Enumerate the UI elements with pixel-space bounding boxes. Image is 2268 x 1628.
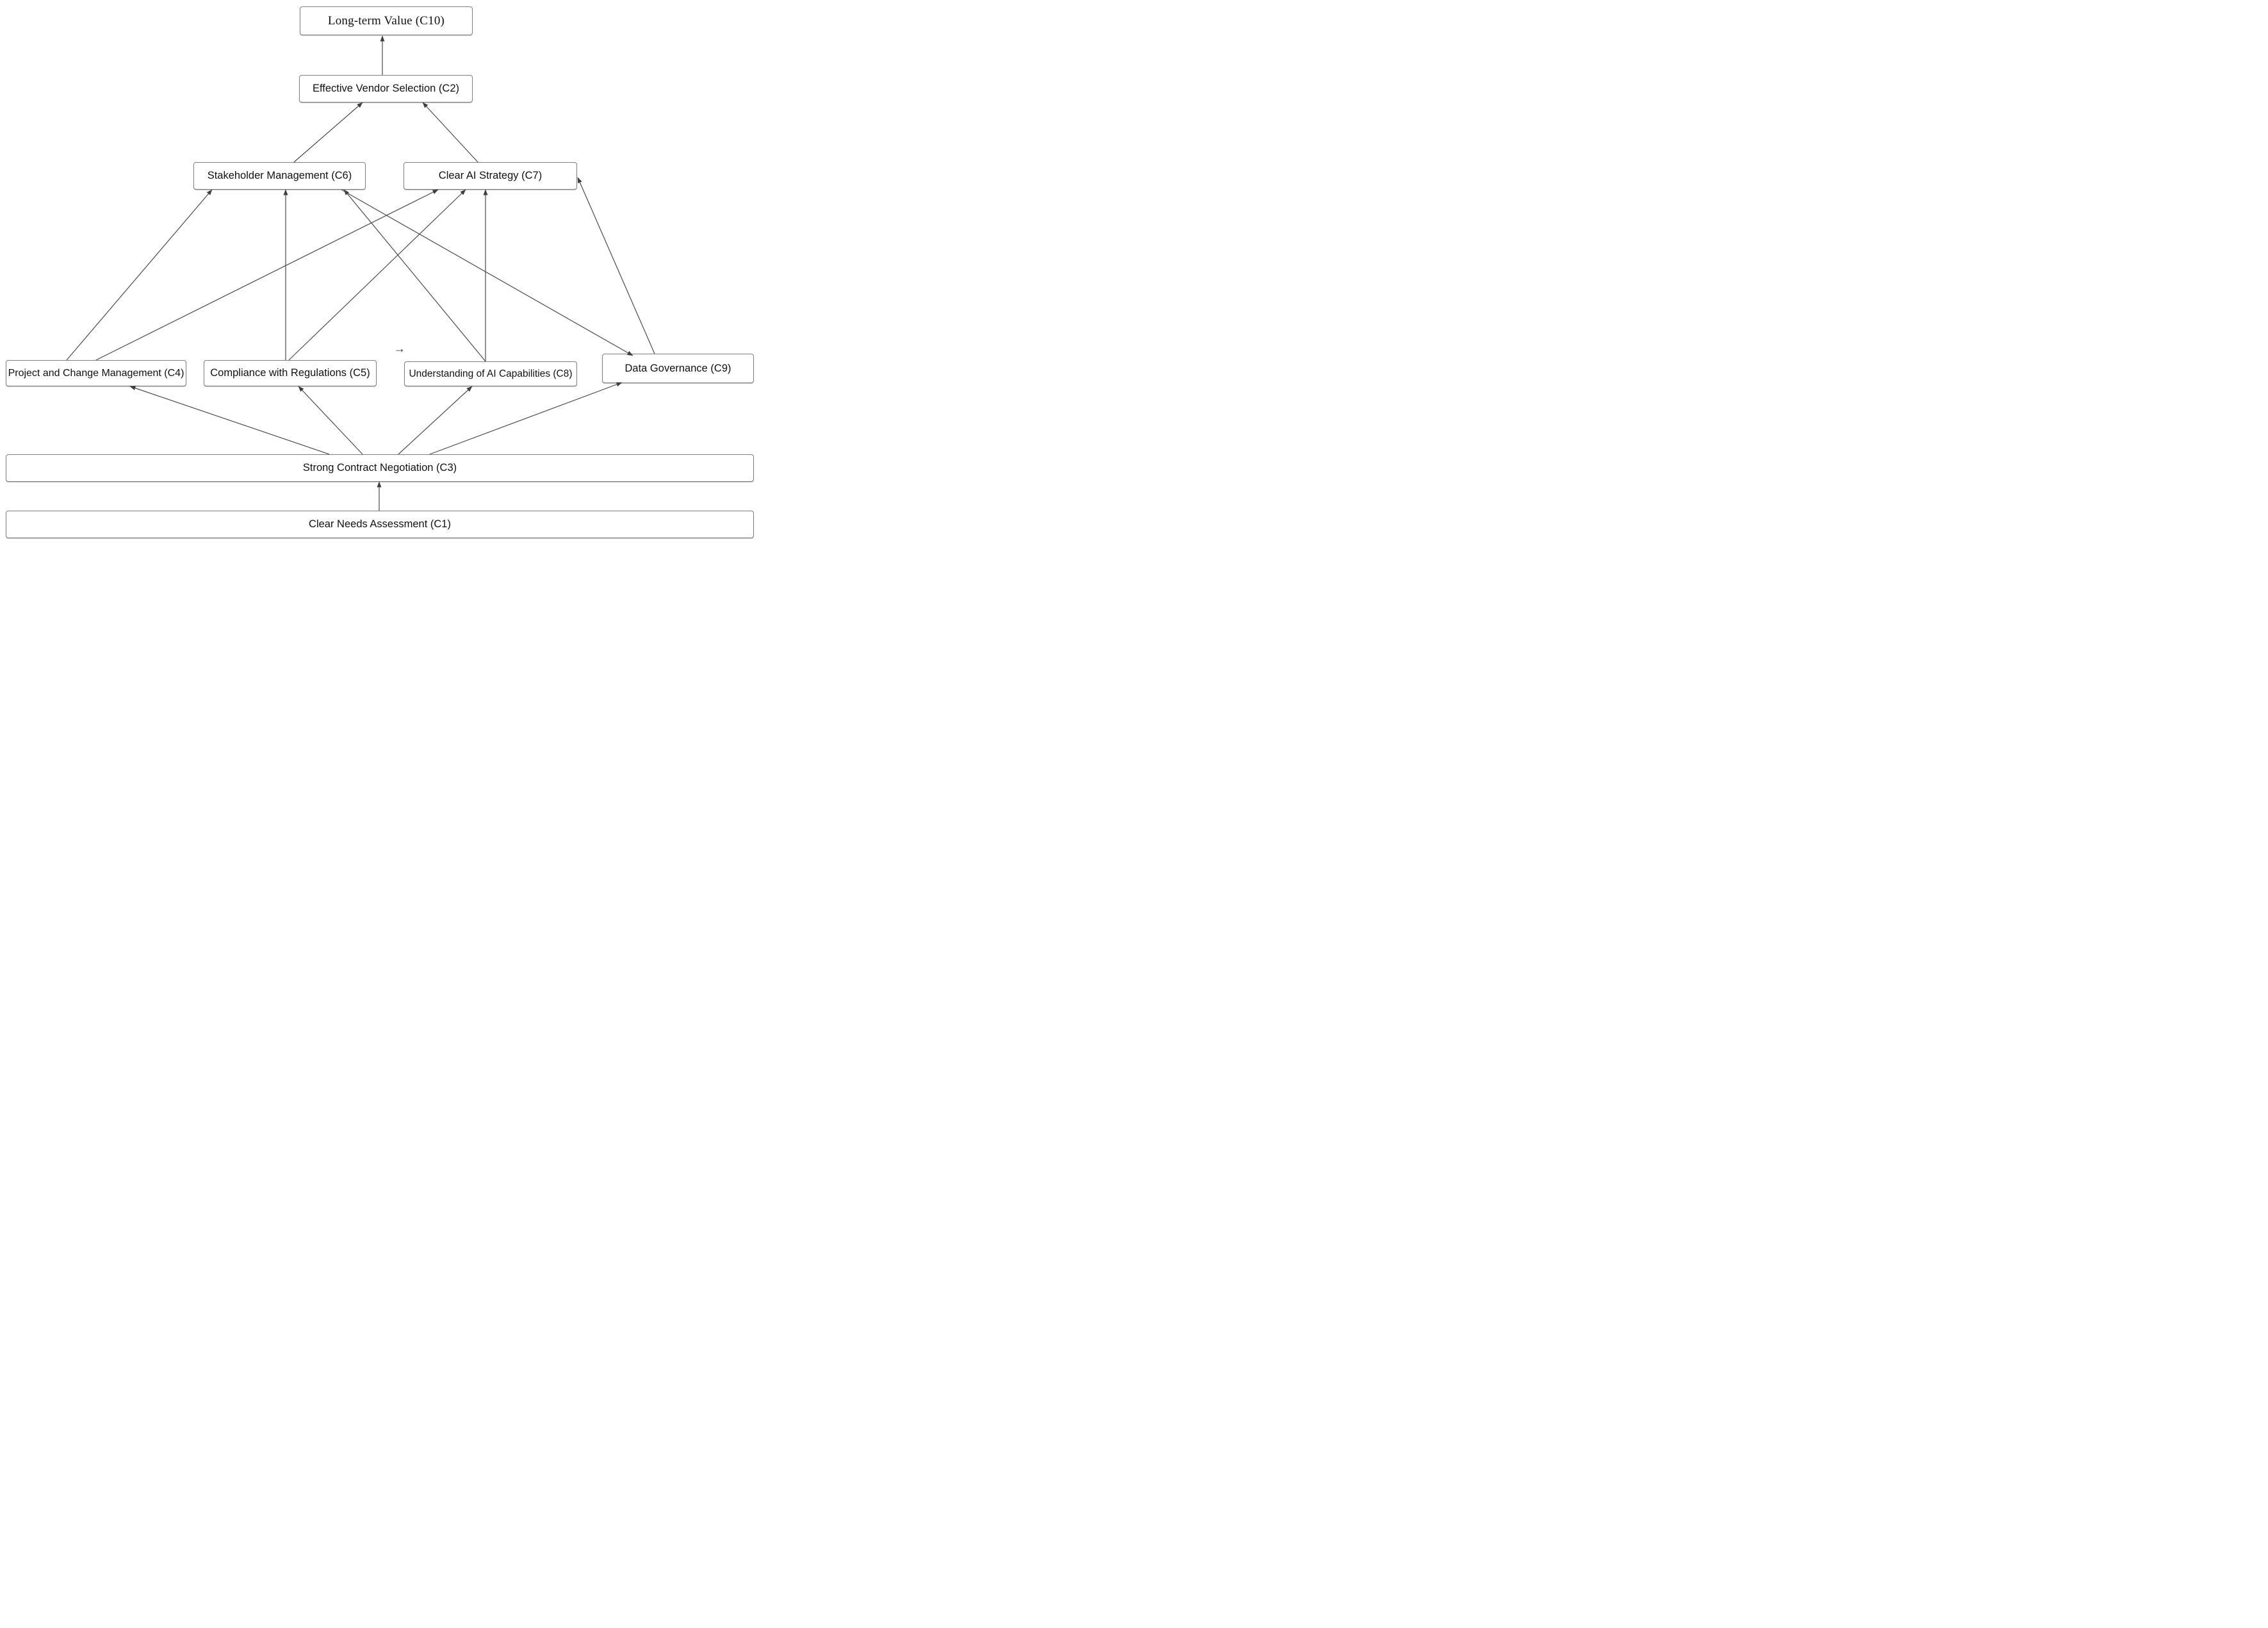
edge-c9-to-c7 <box>577 177 655 354</box>
stray-right-arrow-icon: → <box>394 342 405 355</box>
node-strong-contract-negotiation: Strong Contract Negotiation (C3) <box>6 454 754 482</box>
edge-c4-to-c6 <box>66 189 213 361</box>
edge-c5-to-c7 <box>288 189 466 361</box>
node-compliance-with-regulations: Compliance with Regulations (C5) <box>204 360 377 386</box>
edge-c6-to-c2 <box>293 102 363 163</box>
edge-c4-to-c7 <box>95 189 439 361</box>
edge-c3-to-c5 <box>298 386 363 455</box>
edge-c3-to-c8 <box>398 386 473 455</box>
node-stakeholder-management: Stakeholder Management (C6) <box>193 162 366 190</box>
diagram-canvas: Long-term Value (C10) Effective Vendor S… <box>0 0 756 543</box>
node-clear-ai-strategy: Clear AI Strategy (C7) <box>404 162 577 190</box>
edge-c7-to-c2 <box>422 102 478 163</box>
edge-c8-to-c6 <box>343 189 486 362</box>
node-effective-vendor-selection: Effective Vendor Selection (C2) <box>299 75 473 103</box>
node-clear-needs-assessment: Clear Needs Assessment (C1) <box>6 511 754 538</box>
node-data-governance: Data Governance (C9) <box>602 354 754 383</box>
node-understanding-of-ai-capabilities: Understanding of AI Capabilities (C8) <box>404 361 577 386</box>
edge-c3-to-c4 <box>129 386 330 455</box>
edge-c3-to-c9 <box>429 382 623 455</box>
edge-c6-to-c9 <box>341 189 633 356</box>
node-project-and-change-management: Project and Change Management (C4) <box>6 360 186 386</box>
node-long-term-value: Long-term Value (C10) <box>300 6 473 35</box>
